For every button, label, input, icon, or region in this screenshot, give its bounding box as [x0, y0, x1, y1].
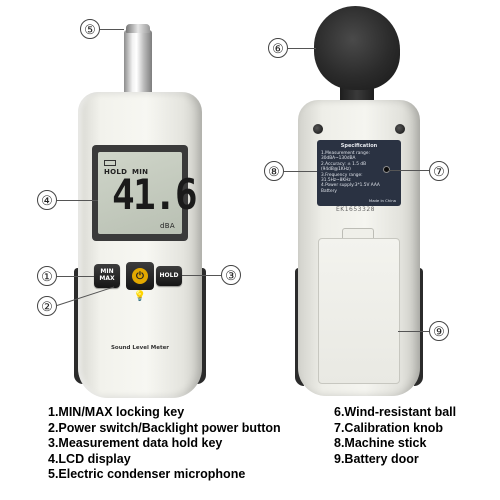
callout-6: ⑥ [268, 38, 288, 58]
legend-item: 6.Wind-resistant ball [334, 405, 457, 419]
leader-8 [284, 171, 317, 172]
lcd-hold-label: HOLD [104, 168, 128, 176]
leader-4 [57, 200, 98, 201]
calibration-knob[interactable] [383, 166, 390, 173]
legend-item: 4.LCD display [48, 451, 131, 466]
specification-plate: Specification 1.Measurement range: 30dBA… [317, 140, 401, 206]
legend-item: 5.Electric condenser microphone [48, 467, 246, 481]
spec-line: Battery [321, 188, 337, 194]
battery-door-notch [342, 228, 374, 240]
leader-1 [57, 276, 94, 277]
battery-door[interactable] [318, 238, 400, 384]
callout-3: ③ [221, 265, 241, 285]
made-in-label: Made in China [368, 198, 396, 203]
callout-9: ⑨ [429, 321, 449, 341]
legend-item: 9.Battery door [334, 451, 419, 466]
power-backlight-button[interactable]: ⏻ [126, 262, 154, 290]
leader-6 [288, 48, 316, 49]
spec-line: 30dBA~130dBA [321, 156, 356, 162]
screw-right [395, 124, 405, 134]
callout-1: ① [37, 266, 57, 286]
legend-item: 1.MIN/MAX locking key [48, 405, 185, 419]
spec-line: 1.Measurement range: [321, 151, 370, 156]
legend-item: 3.Measurement data hold key [48, 436, 223, 450]
backlight-bulb-icon: 💡 [133, 290, 147, 302]
legend-right: 6.Wind-resistant ball 7.Calibration knob… [334, 405, 456, 467]
legend-left: 1.MIN/MAX locking key 2.Power switch/Bac… [48, 405, 281, 483]
callout-4: ④ [37, 190, 57, 210]
microphone-tip [126, 24, 150, 33]
spec-line: 31.5Hz~8KHz [321, 178, 351, 184]
power-icon: ⏻ [132, 268, 148, 284]
legend-item: 2.Power switch/Backlight power button [48, 420, 281, 435]
leader-5 [100, 29, 124, 30]
spec-line: (94dB@1KHz) [321, 167, 351, 173]
wind-resistant-ball [314, 6, 400, 90]
spec-line: 4.Power supply:3*1.5V AAA [321, 183, 380, 189]
screw-left [313, 124, 323, 134]
callout-2: ② [37, 296, 57, 316]
spec-line: 3.Frequency range: [321, 172, 363, 178]
callout-5: ⑤ [80, 19, 100, 39]
lcd-min-label: MIN [132, 168, 149, 176]
hold-button-label: HOLD [159, 271, 179, 279]
meter-front-body [78, 92, 202, 398]
callout-8: ⑧ [264, 161, 284, 181]
hold-button[interactable]: HOLD [156, 266, 182, 286]
spec-line: 2.Accuracy: ± 1.5 dB [321, 161, 367, 167]
leader-7 [389, 170, 429, 171]
leader-9 [398, 331, 429, 332]
leader-3 [182, 275, 221, 276]
callout-7: ⑦ [429, 161, 449, 181]
model-label: Sound Level Meter [110, 345, 170, 351]
legend-item: 7.Calibration knob [334, 420, 444, 435]
spec-title: Specification [340, 143, 378, 149]
lcd-reading: 41.6 [112, 170, 198, 219]
lcd-unit: dBA [160, 222, 175, 230]
serial-number: EK1653328 [336, 206, 375, 213]
legend-item: 8.Machine stick [334, 436, 427, 450]
lcd-battery-indicator [104, 160, 116, 166]
microphone-tube [124, 30, 152, 98]
